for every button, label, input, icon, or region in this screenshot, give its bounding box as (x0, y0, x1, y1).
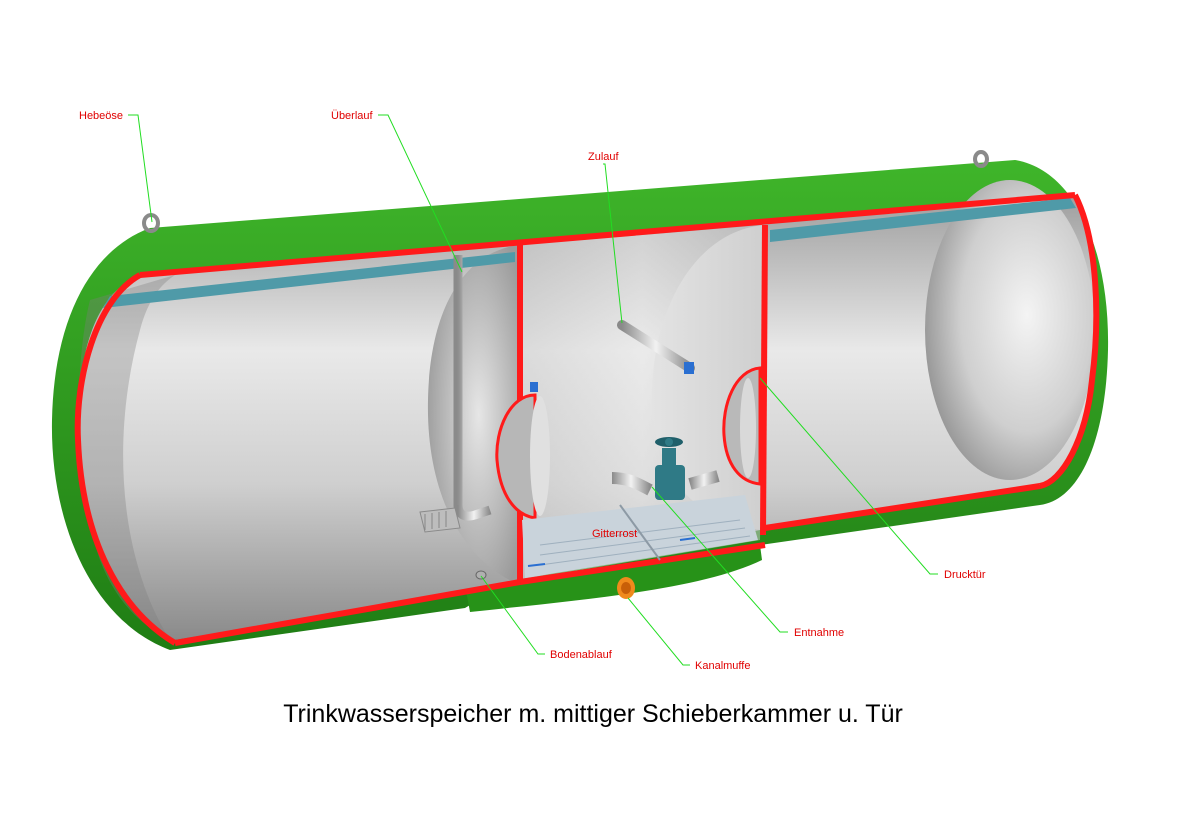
vertical-pipe-left (523, 255, 538, 392)
overflow-pipe (419, 255, 492, 533)
label-entnahme: Entnahme (794, 627, 844, 639)
label-bodenablauf: Bodenablauf (550, 649, 613, 661)
label-zulauf: Zulauf (588, 151, 620, 163)
gate-valve (611, 437, 720, 500)
kanalmuffe-socket (617, 577, 635, 599)
inlet-pipe (617, 320, 695, 374)
water-level-band-right (770, 198, 1076, 242)
label-drucktuer: Drucktür (944, 569, 986, 581)
bodenablauf-drain (475, 570, 487, 580)
cut-edges (74, 192, 1100, 646)
right-dome (925, 180, 1095, 480)
water-level-band-left (103, 252, 515, 308)
chamber-belly (465, 545, 762, 612)
diagram-caption: Trinkwasserspeicher m. mittiger Schieber… (283, 700, 903, 728)
left-dome (78, 275, 175, 640)
left-bulkhead (427, 245, 520, 585)
label-ueberlauf: Überlauf (331, 110, 374, 122)
lifting-eye-right (973, 150, 989, 168)
right-door (722, 366, 762, 486)
label-hebeoese: Hebeöse (79, 110, 123, 122)
left-door (495, 393, 550, 520)
leader-lines (128, 114, 938, 666)
label-kanalmuffe: Kanalmuffe (695, 660, 750, 672)
gitterrost-grating (522, 495, 758, 578)
label-gitterrost: Gitterrost (592, 528, 637, 540)
